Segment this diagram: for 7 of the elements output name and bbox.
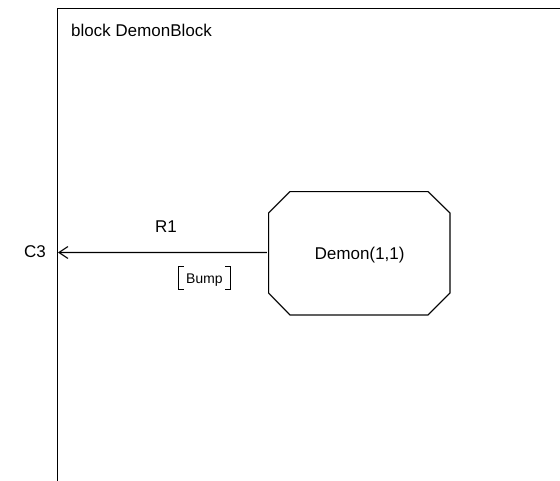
arrow	[58, 246, 267, 260]
block-frame	[57, 8, 560, 481]
port-label: C3	[24, 242, 46, 262]
state-octagon: Demon(1,1)	[268, 191, 451, 316]
event-label: Bump	[178, 266, 231, 290]
block-title: block DemonBlock	[71, 21, 212, 41]
edge-label: R1	[155, 216, 177, 236]
